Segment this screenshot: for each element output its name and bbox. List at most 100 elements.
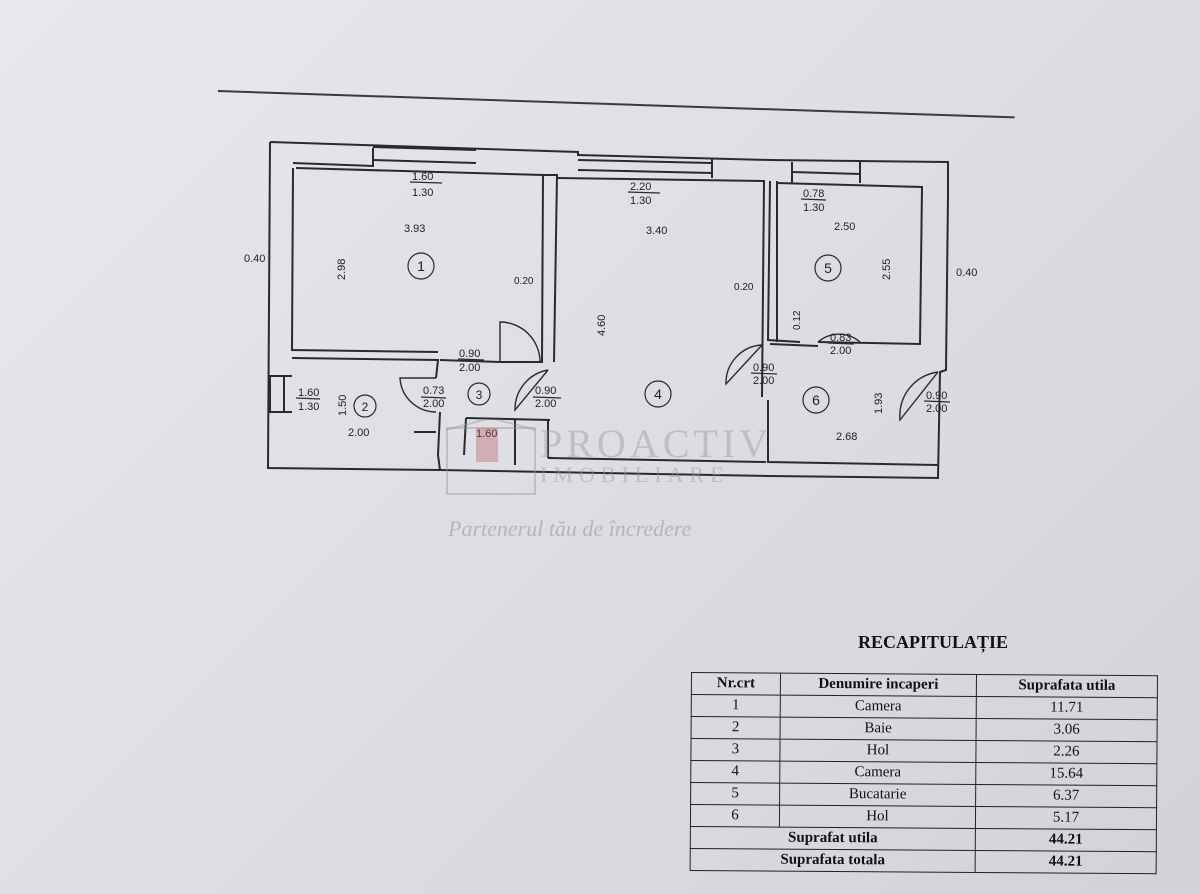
room3-door-width: 0.90 <box>459 348 480 360</box>
room6-exit-door-width: 0.90 <box>926 390 947 402</box>
door-swing-room5 <box>817 333 861 343</box>
room2-door-height: 2.00 <box>423 398 444 410</box>
door-swing-room1 <box>499 321 541 363</box>
row-area: 11.71 <box>976 696 1158 720</box>
room6-door-width: 0.90 <box>753 362 774 374</box>
room1-length: 3.93 <box>404 223 425 235</box>
watermark-subtitle: IMOBILIARE <box>540 462 730 487</box>
room5-window-width: 0.78 <box>803 188 824 200</box>
table-row: 3 Hol 2.26 <box>690 738 1158 764</box>
room2-door-width: 0.73 <box>423 385 444 397</box>
header-area: Suprafata utila <box>976 674 1158 698</box>
room-marker-5 <box>814 254 842 282</box>
row-nr: 3 <box>690 738 781 762</box>
row-area: 5.17 <box>975 806 1157 830</box>
room2-length: 2.00 <box>348 427 369 439</box>
recap-table: Nr.crt Denumire incaperi Suprafata utila… <box>690 672 1158 874</box>
room4-door-width: 0.90 <box>535 385 556 397</box>
total-useful-value: 44.21 <box>975 828 1157 852</box>
row-nr: 4 <box>690 760 780 784</box>
room-marker-6 <box>802 386 830 414</box>
room-number-5: 5 <box>824 260 832 276</box>
watermark-tagline: Partenerul tău de încredere <box>448 516 692 541</box>
room4-window-height: 1.30 <box>630 195 651 207</box>
door-swings <box>399 321 939 422</box>
walls <box>266 141 949 480</box>
row-room: Camera <box>780 695 977 719</box>
row-nr: 6 <box>690 804 780 828</box>
room5-window-height: 1.30 <box>803 202 824 214</box>
row-area: 3.06 <box>976 718 1158 742</box>
total-useful-label: Suprafat utila <box>690 826 976 851</box>
total-overall-label: Suprafata totala <box>690 848 976 873</box>
room1-window-width: 1.60 <box>412 171 433 183</box>
row-nr: 2 <box>691 716 781 740</box>
row-room: Hol <box>779 805 976 829</box>
total-overall-value: 44.21 <box>975 850 1157 874</box>
room3-length: 1.60 <box>476 428 497 440</box>
wall-label-right: 0.40 <box>956 267 977 279</box>
room1-width: 2.98 <box>336 259 348 280</box>
room2-window-height: 1.30 <box>298 401 319 413</box>
row-area: 6.37 <box>975 784 1157 808</box>
room1-wall: 0.20 <box>514 276 534 287</box>
room-number-1: 1 <box>417 258 425 274</box>
recap-title: RECAPITULAȚIE <box>858 632 1009 652</box>
room-markers <box>295 181 951 418</box>
row-room: Hol <box>779 739 977 763</box>
room-marker-4 <box>644 380 672 408</box>
room4-door-height: 2.00 <box>535 398 556 410</box>
watermark-logo <box>446 420 536 495</box>
table-row: 5 Bucatarie 6.37 <box>690 782 1157 808</box>
room6-door-height: 2.00 <box>753 375 774 387</box>
watermark-brand: PROACTIV <box>540 421 773 466</box>
total-row-useful: Suprafat utila 44.21 <box>690 826 1157 852</box>
row-area: 2.26 <box>975 740 1158 764</box>
room4-wall: 0.20 <box>734 282 754 293</box>
room-marker-2 <box>353 394 377 418</box>
room5-wall: 0.12 <box>792 310 803 330</box>
room6-exit-door-height: 2.00 <box>926 403 947 415</box>
table-row: 1 Camera 11.71 <box>691 694 1158 720</box>
recap-header-row: Nr.crt Denumire incaperi Suprafata utila <box>691 672 1158 698</box>
room4-length: 3.40 <box>646 225 667 237</box>
header-nr: Nr.crt <box>691 672 781 696</box>
room5-length: 2.50 <box>834 221 855 233</box>
row-room: Bucatarie <box>779 783 976 807</box>
dimension-labels: 0.40 0.40 1.60 1.30 3.93 2.98 0.20 1.60 … <box>244 171 977 443</box>
row-room: Camera <box>779 761 976 785</box>
door-swing-room2 <box>399 377 437 413</box>
room4-window-width: 2.20 <box>630 181 651 193</box>
room-number-6: 6 <box>812 392 820 408</box>
door-swing-room6-right <box>899 371 939 422</box>
room-marker-1 <box>407 252 435 280</box>
row-nr: 1 <box>691 694 781 718</box>
total-row-overall: Suprafata totala 44.21 <box>690 848 1157 874</box>
door-swing-room4 <box>514 369 549 412</box>
row-room: Baie <box>780 717 977 741</box>
row-nr: 5 <box>690 782 780 806</box>
room-number-2: 2 <box>362 400 369 414</box>
room-number-3: 3 <box>476 388 483 402</box>
room6-width: 1.93 <box>873 393 885 414</box>
room-marker-3 <box>467 382 491 406</box>
table-row: 4 Camera 15.64 <box>690 760 1157 786</box>
room2-window-width: 1.60 <box>298 387 319 399</box>
room5-door-width: 0.83 <box>830 332 851 344</box>
room2-width: 1.50 <box>337 395 349 416</box>
room1-window-height: 1.30 <box>412 187 433 199</box>
room5-width: 2.55 <box>881 259 893 280</box>
room5-door-height: 2.00 <box>830 345 851 357</box>
wall-label-left: 0.40 <box>244 253 265 265</box>
room3-door-height: 2.00 <box>459 362 480 374</box>
room-number-4: 4 <box>654 386 662 402</box>
table-row: 6 Hol 5.17 <box>690 804 1157 830</box>
header-room-name: Denumire incaperi <box>780 673 977 697</box>
table-row: 2 Baie 3.06 <box>691 716 1158 742</box>
room6-length: 2.68 <box>836 431 857 443</box>
door-swing-room6-left <box>725 344 763 386</box>
row-area: 15.64 <box>975 762 1157 786</box>
room4-width: 4.60 <box>596 315 608 336</box>
